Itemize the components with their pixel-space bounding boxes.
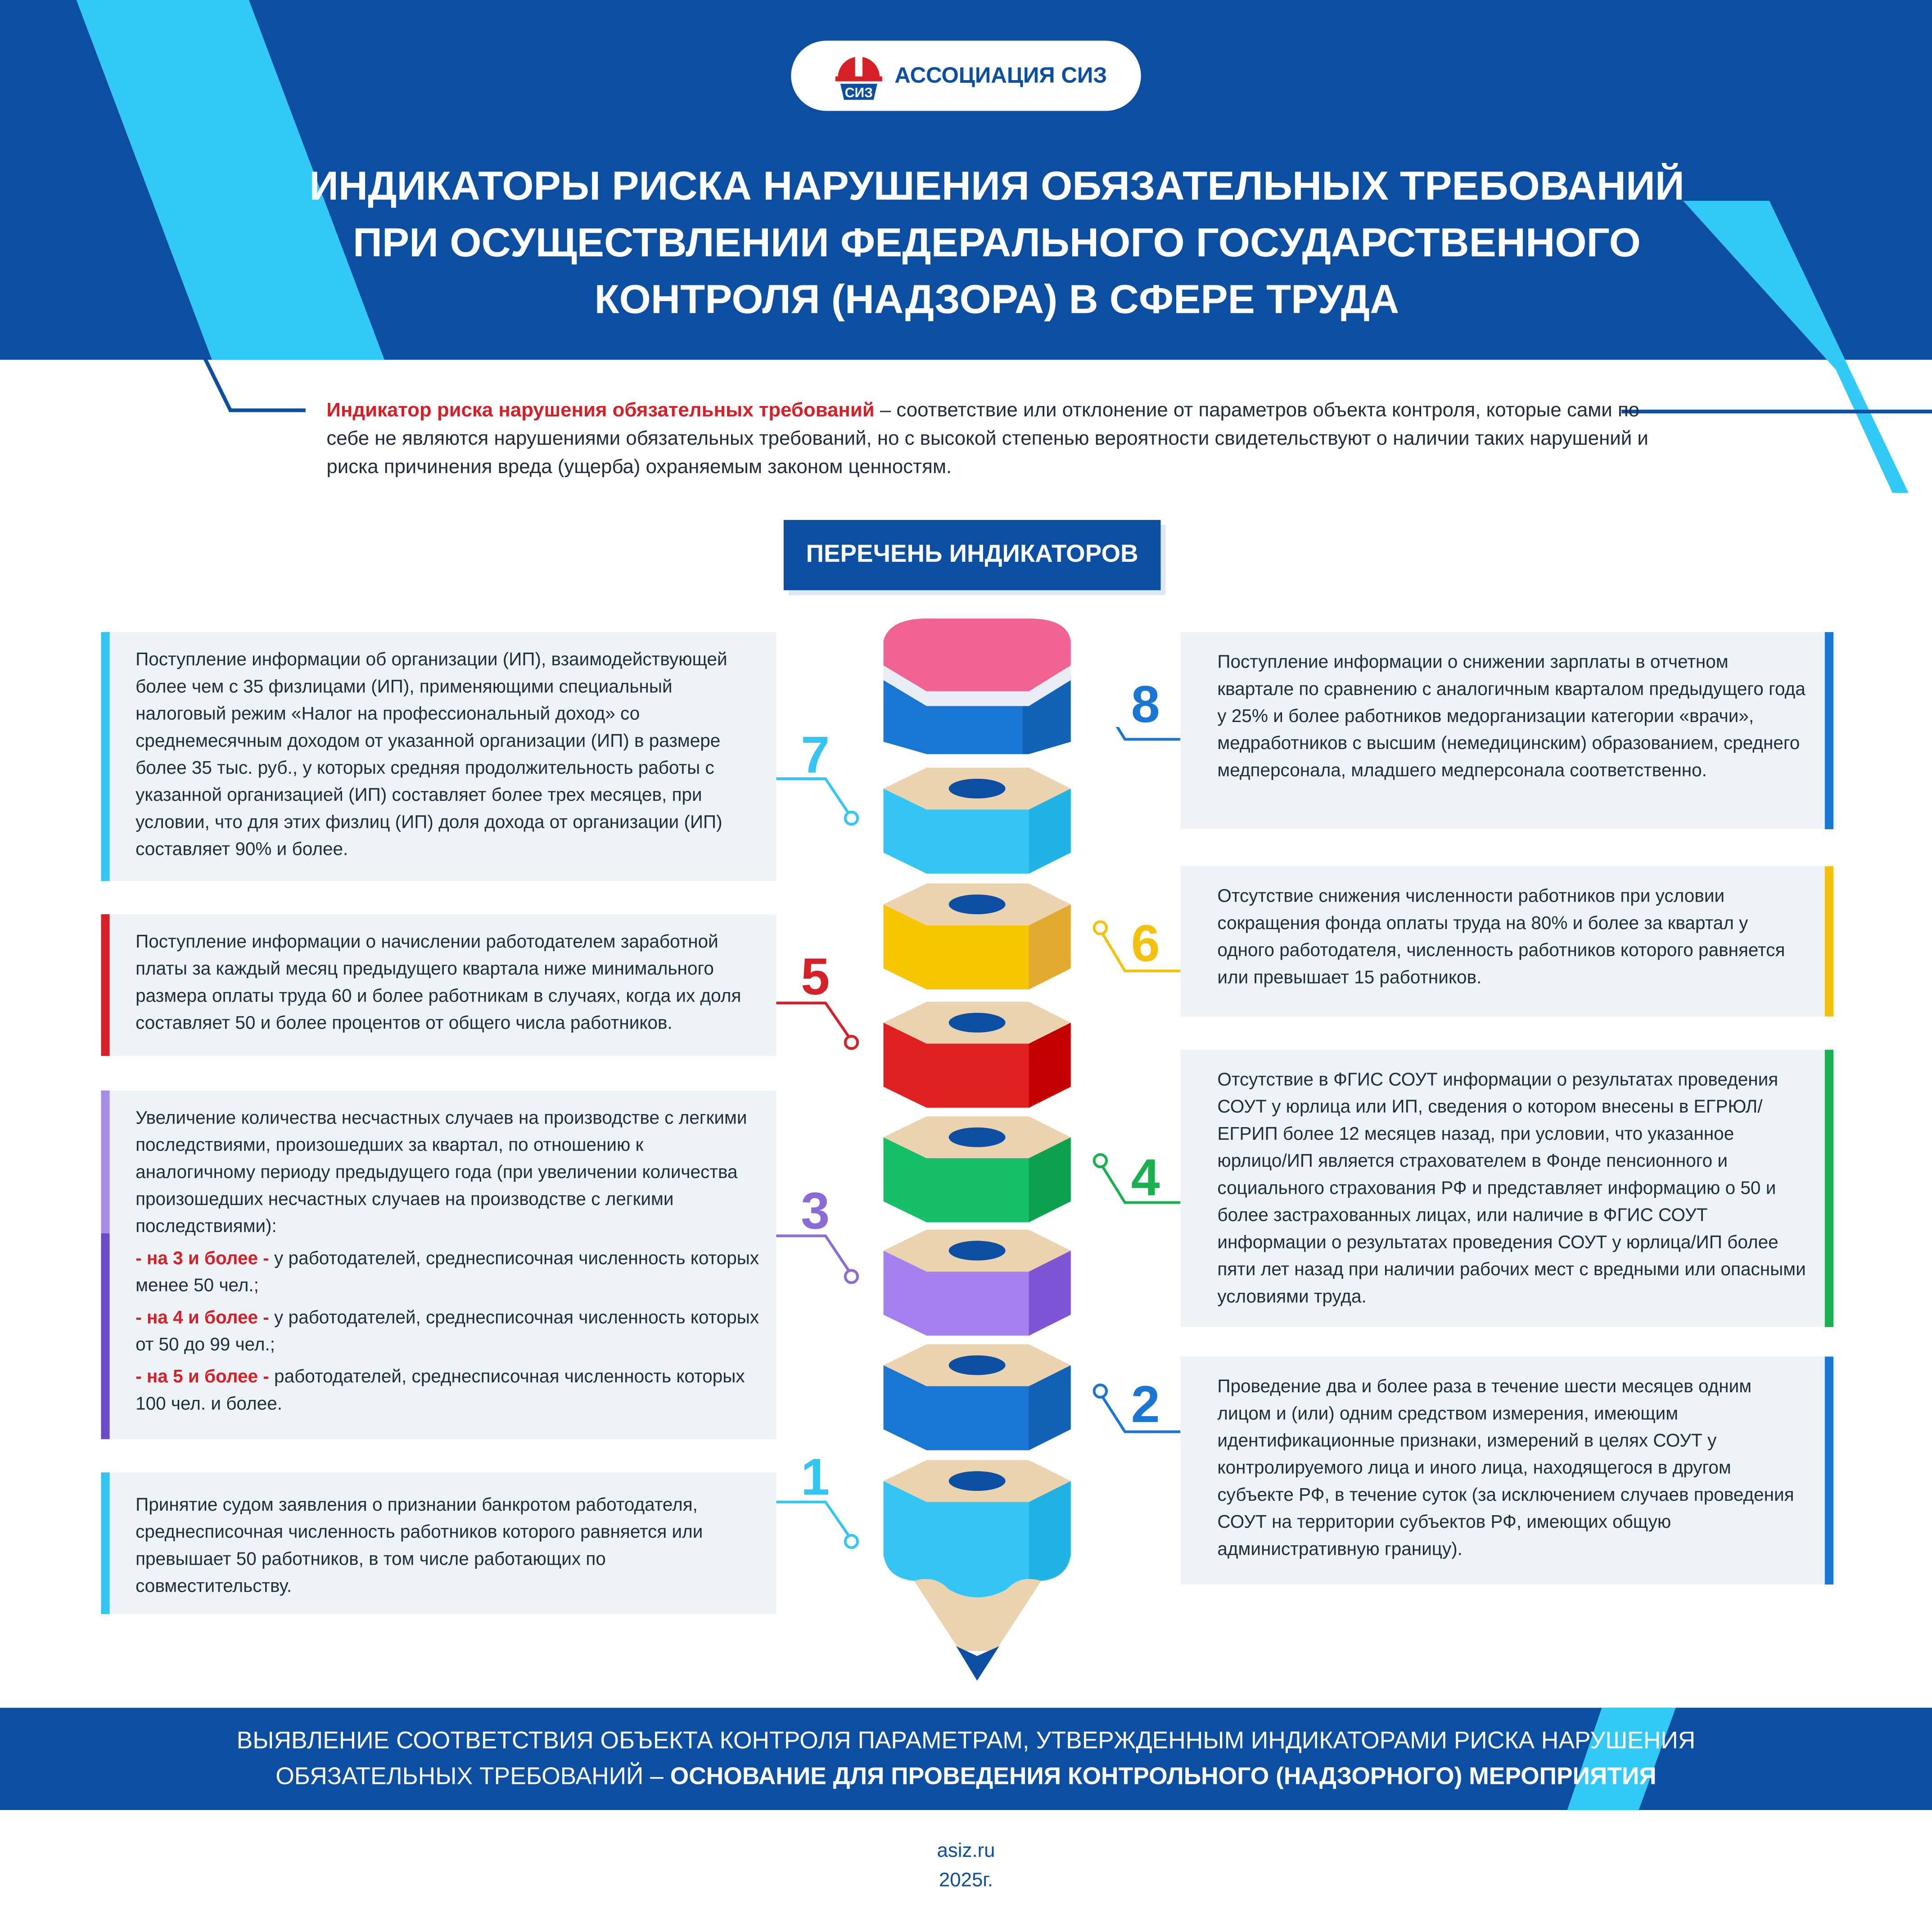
indicator-text-3: Увеличение количества несчастных случаев… xyxy=(135,1109,747,1237)
indicator-number-8: 8 xyxy=(1131,675,1160,733)
indicator-text-4: Отсутствие в ФГИС СОУТ информации о резу… xyxy=(1217,1070,1806,1308)
card-accent-bar xyxy=(1824,632,1834,830)
card-accent-bar xyxy=(101,1472,110,1614)
definition-term: Индикатор риска нарушения обязательных т… xyxy=(326,400,875,422)
indicator-text-8: Поступление информации о снижении зарпла… xyxy=(1217,653,1806,781)
title-line-2: ПРИ ОСУЩЕСТВЛЕНИИ ФЕДЕРАЛЬНОГО ГОСУДАРСТ… xyxy=(353,219,1641,265)
title-line-1: ИНДИКАТОРЫ РИСКА НАРУШЕНИЯ ОБЯЗАТЕЛЬНЫХ … xyxy=(309,163,1684,208)
indicator-number-6: 6 xyxy=(1131,914,1160,972)
indicator-text-1: Принятие судом заявления о признании бан… xyxy=(135,1496,703,1597)
indicator-number-7: 7 xyxy=(801,726,830,784)
pencil-segment-5 xyxy=(883,1002,1071,1108)
item-lead: - на 3 и более - xyxy=(135,1249,269,1269)
indicator-number-2: 2 xyxy=(1131,1375,1160,1433)
indicator-number-4: 4 xyxy=(1131,1148,1160,1206)
indicator-text-5: Поступление информации о начислении рабо… xyxy=(135,933,741,1034)
card-accent-bar xyxy=(101,914,110,1056)
indicator-3-item-2: - на 4 и более - у работодателей, средне… xyxy=(135,1305,764,1359)
pencil-segment-1 xyxy=(883,1460,1071,1598)
card-accent-bar xyxy=(1824,1050,1834,1327)
indicator-card-1: Принятие судом заявления о признании бан… xyxy=(101,1472,776,1614)
page-title: ИНДИКАТОРЫ РИСКА НАРУШЕНИЯ ОБЯЗАТЕЛЬНЫХ … xyxy=(246,158,1747,328)
pencil-segment-2 xyxy=(883,1344,1071,1450)
card-accent-bar xyxy=(101,1090,110,1440)
footer-line-2-plain: ОБЯЗАТЕЛЬНЫХ ТРЕБОВАНИЙ – xyxy=(275,1763,670,1791)
indicator-number-3: 3 xyxy=(801,1182,830,1240)
pencil-segment-6 xyxy=(883,883,1071,990)
footer-statement: ВЫЯВЛЕНИЕ СООТВЕТСТВИЯ ОБЪЕКТА КОНТРОЛЯ … xyxy=(222,1724,1711,1795)
card-accent-bar xyxy=(101,632,110,881)
pencil-tip xyxy=(914,1579,1041,1681)
indicator-card-2: Проведение два и более раза в течение ше… xyxy=(1180,1356,1834,1585)
definition-body: – соответствие или отклонение от парамет… xyxy=(326,400,1648,478)
indicator-card-4: Отсутствие в ФГИС СОУТ информации о резу… xyxy=(1180,1050,1834,1327)
helmet-logo-icon: СИЗ xyxy=(835,56,882,100)
pencil-segment-4 xyxy=(883,1116,1071,1223)
footer-meta: asiz.ru 2025г. xyxy=(843,1837,1089,1896)
indicator-card-7: Поступление информации об организации (И… xyxy=(101,632,776,881)
pencil-segment-3 xyxy=(883,1229,1071,1336)
svg-text:СИЗ: СИЗ xyxy=(845,86,873,100)
pencil-segment-8 xyxy=(883,618,1071,754)
definition-text: Индикатор риска нарушения обязательных т… xyxy=(326,397,1657,482)
indicator-3-item-3: - на 5 и более - работодателей, среднесп… xyxy=(135,1364,764,1418)
year-label: 2025г. xyxy=(939,1870,993,1891)
title-line-3: КОНТРОЛЯ (НАДЗОРА) В СФЕРЕ ТРУДА xyxy=(594,276,1399,322)
header-decor xyxy=(76,0,1932,493)
item-text: у работодателей, среднесписочная численн… xyxy=(135,1308,759,1355)
indicator-3-item-1: - на 3 и более - у работодателей, средне… xyxy=(135,1246,764,1300)
item-lead: - на 4 и более - xyxy=(135,1308,269,1328)
brand-pill[interactable]: СИЗ АССОЦИАЦИЯ СИЗ xyxy=(791,41,1141,111)
item-lead: - на 5 и более - xyxy=(135,1368,269,1388)
list-title: ПЕРЕЧЕНЬ ИНДИКАТОРОВ xyxy=(783,520,1161,591)
footer-line-2-bold: ОСНОВАНИЕ ДЛЯ ПРОВЕДЕНИЯ КОНТРОЛЬНОГО (Н… xyxy=(670,1763,1657,1791)
footer-line-1: ВЫЯВЛЕНИЕ СООТВЕТСТВИЯ ОБЪЕКТА КОНТРОЛЯ … xyxy=(236,1727,1696,1755)
item-text: у работодателей, среднесписочная численн… xyxy=(135,1249,759,1296)
indicator-text-6: Отсутствие снижения численности работник… xyxy=(1217,887,1785,989)
footer-decor xyxy=(1567,1707,1932,1810)
indicator-card-6: Отсутствие снижения численности работник… xyxy=(1180,866,1834,1017)
pencil-stack xyxy=(883,618,1071,1681)
indicator-text-7: Поступление информации об организации (И… xyxy=(135,650,727,860)
card-accent-bar xyxy=(1824,866,1834,1017)
brand-name: АССОЦИАЦИЯ СИЗ xyxy=(894,63,1107,88)
connectors xyxy=(776,727,1181,1549)
item-text: работодателей, среднесписочная численнос… xyxy=(135,1368,745,1415)
indicator-card-5: Поступление информации о начислении рабо… xyxy=(101,914,776,1056)
website-link[interactable]: asiz.ru xyxy=(937,1841,995,1862)
pencil-segment-7 xyxy=(883,767,1071,874)
footer-line-2: ОБЯЗАТЕЛЬНЫХ ТРЕБОВАНИЙ – ОСНОВАНИЕ ДЛЯ … xyxy=(222,1760,1711,1795)
indicator-number-5: 5 xyxy=(801,947,830,1006)
indicator-number-1: 1 xyxy=(801,1448,830,1506)
card-accent-bar xyxy=(1824,1356,1834,1585)
indicator-text-2: Проведение два и более раза в течение ше… xyxy=(1217,1377,1794,1560)
indicator-card-8: Поступление информации о снижении зарпла… xyxy=(1180,632,1834,830)
indicator-card-3: Увеличение количества несчастных случаев… xyxy=(101,1090,776,1440)
